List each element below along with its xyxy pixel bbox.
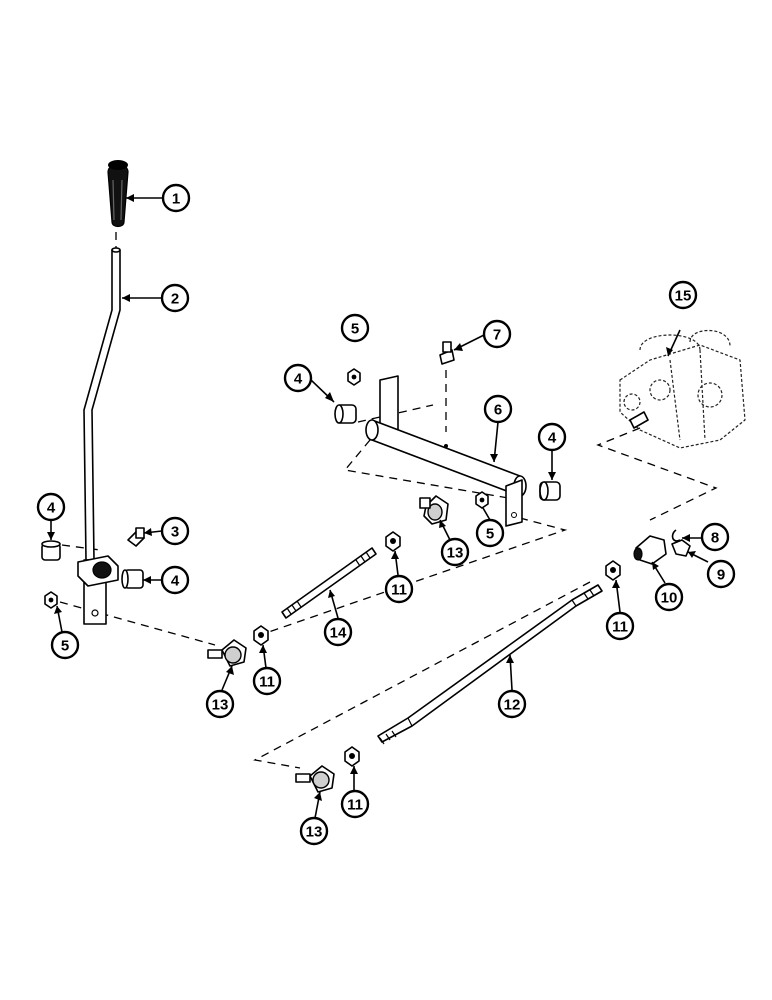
- leader-lines: [50, 197, 709, 819]
- arrowheads: [47, 194, 696, 801]
- lever-rod: [77, 247, 121, 625]
- bushings: [41, 404, 561, 589]
- callout-5: 5: [340, 313, 370, 343]
- svg-text:12: 12: [504, 697, 521, 714]
- cross-shaft: [365, 375, 527, 527]
- svg-text:11: 11: [347, 797, 363, 814]
- tie-rod-12: [377, 584, 603, 745]
- callout-4: 4: [36, 492, 66, 522]
- callout-12: 12: [497, 689, 527, 719]
- svg-text:3: 3: [171, 524, 179, 541]
- svg-text:4: 4: [47, 500, 56, 517]
- callout-9: 9: [706, 559, 736, 589]
- svg-text:13: 13: [212, 697, 229, 714]
- svg-text:5: 5: [351, 321, 359, 338]
- callout-11: 11: [384, 574, 414, 604]
- callout-13: 13: [440, 537, 470, 567]
- svg-text:11: 11: [259, 674, 275, 691]
- svg-text:5: 5: [61, 638, 69, 655]
- knob: [107, 160, 129, 228]
- callout-14: 14: [323, 617, 353, 647]
- ball-joints: [207, 495, 449, 793]
- grease-fitting: [127, 527, 145, 547]
- svg-text:6: 6: [494, 402, 502, 419]
- svg-text:14: 14: [330, 625, 347, 642]
- grease-fitting-7: [439, 341, 455, 365]
- svg-text:13: 13: [447, 545, 464, 562]
- assembly-lines: [59, 232, 718, 769]
- svg-text:4: 4: [548, 430, 557, 447]
- nuts-5: [44, 368, 489, 609]
- svg-text:11: 11: [612, 619, 628, 636]
- clevis-assembly: [633, 529, 691, 565]
- svg-text:1: 1: [172, 191, 180, 208]
- callout-11: 11: [252, 666, 282, 696]
- callout-1: 1: [161, 183, 191, 213]
- svg-text:7: 7: [493, 327, 501, 344]
- callout-15: 15: [668, 280, 698, 310]
- callout-2: 2: [160, 283, 190, 313]
- callout-4: 4: [537, 422, 567, 452]
- nuts-11: [253, 531, 621, 767]
- svg-text:8: 8: [711, 530, 719, 547]
- callout-5: 5: [50, 630, 80, 660]
- callout-13: 13: [205, 689, 235, 719]
- control-valve: [619, 329, 746, 449]
- callout-11: 11: [605, 611, 635, 641]
- callout-10: 10: [654, 582, 684, 612]
- callout-7: 7: [482, 319, 512, 349]
- svg-text:10: 10: [661, 590, 678, 607]
- threaded-rod-14: [281, 547, 377, 619]
- svg-text:13: 13: [306, 824, 323, 841]
- svg-text:9: 9: [717, 567, 725, 584]
- svg-text:4: 4: [294, 371, 303, 388]
- svg-text:4: 4: [171, 573, 180, 590]
- callouts: 1 2 3 4 4 5 5 4 6 7 4 5: [36, 183, 736, 846]
- callout-5: 5: [475, 518, 505, 548]
- svg-text:11: 11: [391, 582, 407, 599]
- svg-text:15: 15: [675, 288, 692, 305]
- svg-text:2: 2: [171, 291, 179, 308]
- callout-8: 8: [700, 522, 730, 552]
- callout-4: 4: [160, 565, 190, 595]
- callout-3: 3: [160, 516, 190, 546]
- callout-13: 13: [299, 816, 329, 846]
- callout-6: 6: [483, 394, 513, 424]
- svg-text:5: 5: [486, 526, 494, 543]
- callout-11: 11: [340, 789, 370, 819]
- callout-4: 4: [283, 363, 313, 393]
